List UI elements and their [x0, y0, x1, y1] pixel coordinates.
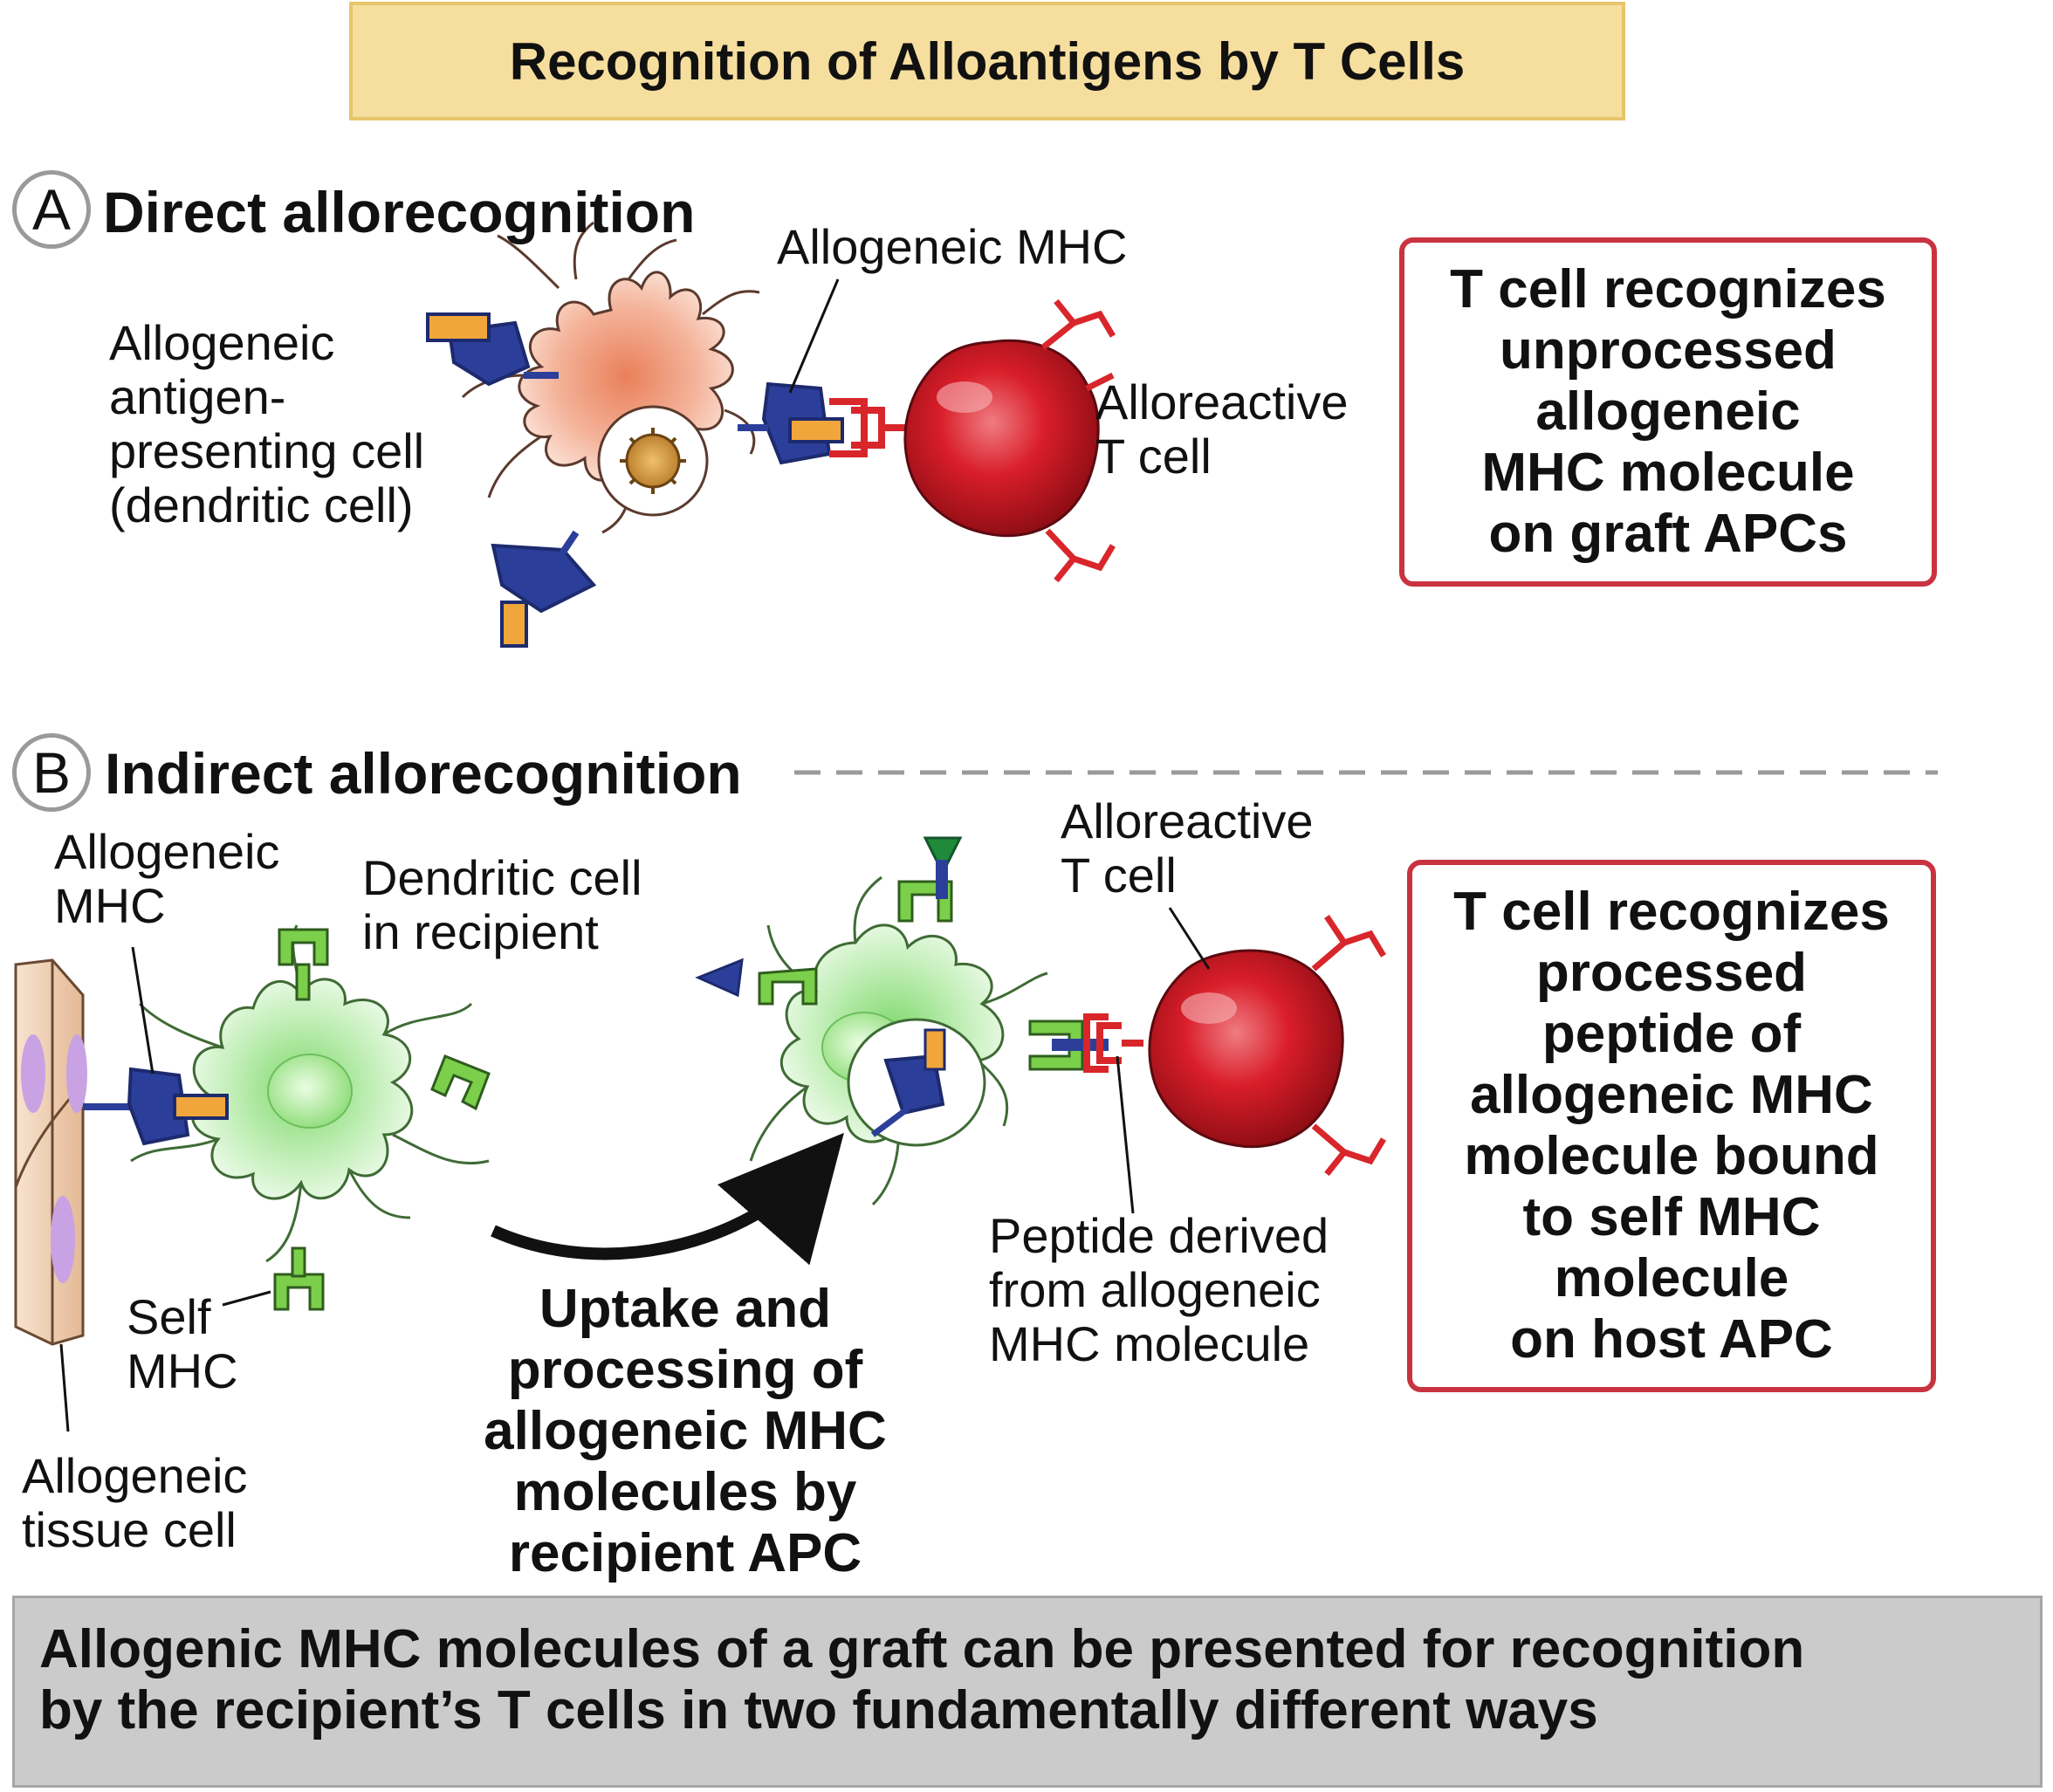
- leader-line: [788, 278, 840, 394]
- footer-summary: Allogenic MHC molecules of a graft can b…: [12, 1596, 2043, 1788]
- recipient-apc-cell: [749, 875, 1048, 1206]
- allogeneic-mhc-icon: [491, 530, 597, 648]
- label-alloreactive-t-cell-b: Alloreactive T cell: [1061, 793, 1314, 903]
- section-b-heading: Indirect allorecognition: [105, 741, 742, 806]
- allogeneic-mhc-icon: [426, 312, 559, 387]
- t-cell-receptor-icon: [1083, 1013, 1143, 1073]
- label-allogeneic-tissue-cell: Allogeneic tissue cell: [22, 1448, 248, 1557]
- allogeneic-tissue-cell: [14, 958, 87, 1346]
- uptake-text: Uptake and processing of allogeneic MHC …: [484, 1279, 887, 1583]
- label-alloreactive-t-cell: Alloreactive T cell: [1095, 374, 1349, 484]
- callout-direct: T cell recognizes unprocessed allogeneic…: [1399, 237, 1937, 587]
- self-mhc-icon: [758, 880, 1084, 1071]
- section-a-letter: A: [12, 170, 91, 249]
- label-allogeneic-mhc: Allogeneic MHC: [777, 219, 1128, 274]
- label-self-mhc: Self MHC: [127, 1289, 238, 1398]
- allogeneic-mhc-icon: [738, 381, 844, 465]
- alloreactive-t-cell: [1148, 915, 1387, 1177]
- callout-indirect: T cell recognizes processed peptide of a…: [1407, 860, 1936, 1392]
- leader-line: [59, 907, 1211, 1432]
- label-allogeneic-mhc-b: Allogeneic MHC: [54, 824, 280, 933]
- allogeneic-apc-cell: [461, 221, 760, 534]
- label-peptide: Peptide derived from allogeneic MHC mole…: [989, 1208, 1329, 1371]
- label-allogeneic-apc: Allogeneic antigen- presenting cell (den…: [109, 315, 425, 532]
- figure-title: Recognition of Alloantigens by T Cells: [349, 2, 1625, 120]
- section-b-letter: B: [12, 733, 91, 812]
- uptake-arrow: [491, 1132, 844, 1266]
- label-dendritic-cell-recipient: Dendritic cell in recipient: [362, 850, 642, 959]
- peptide-icon: [695, 836, 1109, 1051]
- self-mhc-icon: [273, 928, 491, 1311]
- section-a-heading: Direct allorecognition: [103, 180, 696, 244]
- allogeneic-mhc-icon: [83, 1067, 229, 1146]
- alloreactive-t-cell: [903, 299, 1116, 583]
- recipient-dendritic-cell: [130, 924, 490, 1263]
